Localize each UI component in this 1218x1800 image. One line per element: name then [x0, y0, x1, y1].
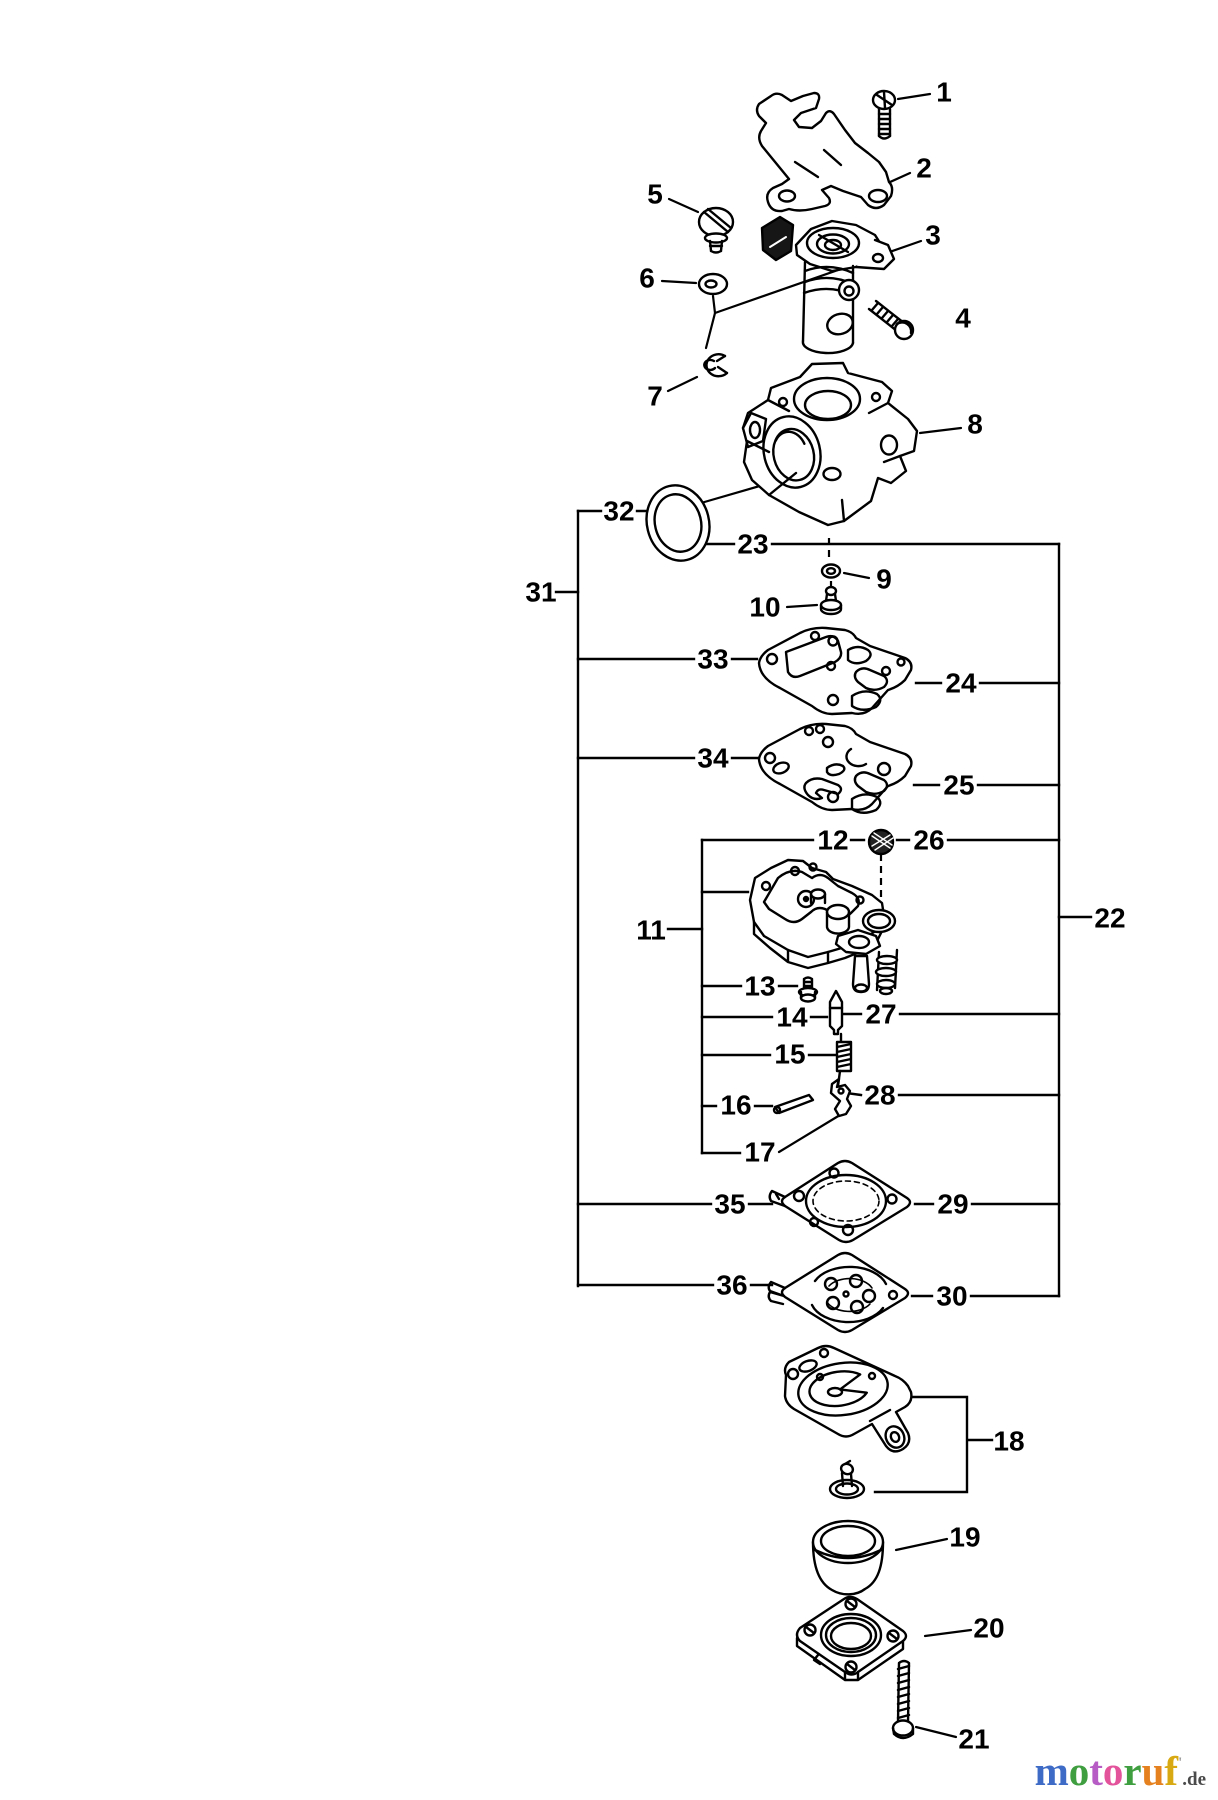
callout-part-19: 19 — [949, 1522, 980, 1553]
callout-part-18: 18 — [993, 1426, 1024, 1457]
callout-part-15: 15 — [774, 1039, 805, 1070]
watermark-letter: t — [1089, 1748, 1103, 1794]
part-2-bracket — [755, 91, 894, 213]
part-5-idle-adjust-screw — [697, 206, 735, 254]
leader-8 — [918, 426, 963, 435]
callout-part-10: 10 — [749, 592, 780, 623]
callout-part-12: 12 — [817, 825, 848, 856]
part-33-pump-gasket — [757, 626, 913, 716]
part-13-screw — [797, 976, 819, 1003]
leader-1 — [896, 92, 932, 101]
part-20-primer-plate — [795, 1595, 908, 1682]
callout-part-29: 29 — [937, 1189, 968, 1220]
part-34-pump-diaphragm — [757, 722, 913, 814]
callout-part-35: 35 — [714, 1189, 745, 1220]
callout-part-23: 23 — [737, 529, 768, 560]
callout-part-31: 31 — [525, 577, 556, 608]
watermark-letter: m — [1034, 1748, 1069, 1794]
watermark-letter: o — [1102, 1748, 1124, 1794]
leader-9 — [842, 571, 871, 580]
callout-part-36: 36 — [716, 1270, 747, 1301]
leader-6 — [660, 279, 698, 285]
part-36-metering-diaphragm — [767, 1251, 910, 1334]
watermark-letter: u — [1141, 1748, 1165, 1794]
callout-part-17: 17 — [744, 1137, 775, 1168]
leader-19 — [894, 1537, 949, 1552]
leader-5 — [667, 197, 700, 214]
part-32-o-ring-seal — [645, 484, 711, 562]
part-1-screw — [871, 89, 897, 140]
part-number-callouts: 1234567891011121314151617181920212223242… — [525, 77, 1125, 1755]
bracket-lines — [554, 509, 1093, 1494]
callout-part-33: 33 — [697, 644, 728, 675]
watermark-domain-suffix: .de — [1182, 1769, 1206, 1790]
watermark-letter: o — [1068, 1748, 1090, 1794]
part-35-metering-gasket — [768, 1159, 912, 1244]
callout-part-3: 3 — [925, 220, 941, 251]
callout-part-11: 11 — [636, 915, 666, 946]
callout-part-16: 16 — [720, 1090, 751, 1121]
part-3-throttle-shaft-assembly — [760, 215, 896, 355]
callout-part-32: 32 — [603, 496, 634, 527]
part-17-metering-lever — [829, 1077, 853, 1118]
callout-part-34: 34 — [697, 743, 729, 774]
callout-part-27: 27 — [865, 999, 896, 1030]
part-12-inlet-screen — [867, 828, 895, 856]
part-18-check-valve — [828, 1459, 866, 1500]
leader-axis-6-7 — [704, 294, 717, 350]
callout-part-25: 25 — [943, 770, 974, 801]
part-11-carburetor-body-middle — [748, 858, 899, 996]
callout-part-20: 20 — [973, 1613, 1004, 1644]
callout-part-9: 9 — [876, 564, 892, 595]
part-8-carburetor-body — [741, 361, 919, 527]
callout-part-7: 7 — [647, 381, 663, 412]
part-6-washer — [697, 272, 729, 296]
leader-17 — [777, 1113, 842, 1154]
leader-10 — [785, 603, 819, 609]
part-drawings — [645, 89, 919, 1740]
callout-part-1: 1 — [936, 77, 952, 108]
part-21-screw — [891, 1659, 915, 1740]
callout-part-21: 21 — [958, 1724, 989, 1755]
callout-part-30: 30 — [936, 1281, 967, 1312]
part-19-primer-cup — [811, 1519, 885, 1596]
callout-part-8: 8 — [967, 409, 983, 440]
part-4-screw — [867, 299, 915, 341]
callout-part-6: 6 — [639, 263, 655, 294]
callout-part-22: 22 — [1094, 903, 1125, 934]
callout-part-5: 5 — [647, 179, 663, 210]
part-16-pin — [772, 1093, 815, 1115]
leader-21 — [914, 1725, 958, 1739]
leader-20 — [923, 1628, 973, 1638]
callout-part-28: 28 — [864, 1080, 895, 1111]
part-9-o-ring-small — [820, 563, 842, 579]
watermark-letter: r — [1123, 1748, 1142, 1794]
part-18-pump-cover — [783, 1344, 913, 1453]
callout-part-4: 4 — [955, 303, 971, 334]
watermark-tick: ' — [1178, 1755, 1183, 1771]
watermark-letter: f — [1164, 1748, 1179, 1794]
callout-part-24: 24 — [945, 668, 977, 699]
callout-part-14: 14 — [776, 1002, 808, 1033]
callout-part-13: 13 — [744, 971, 775, 1002]
callout-part-26: 26 — [913, 825, 944, 856]
part-10-inlet-valve — [819, 585, 843, 616]
callout-part-2: 2 — [916, 153, 932, 184]
part-14-inlet-needle — [828, 989, 844, 1036]
leader-7 — [666, 375, 699, 393]
bracket-18 — [873, 1395, 994, 1494]
part-7-e-clip — [703, 353, 729, 378]
